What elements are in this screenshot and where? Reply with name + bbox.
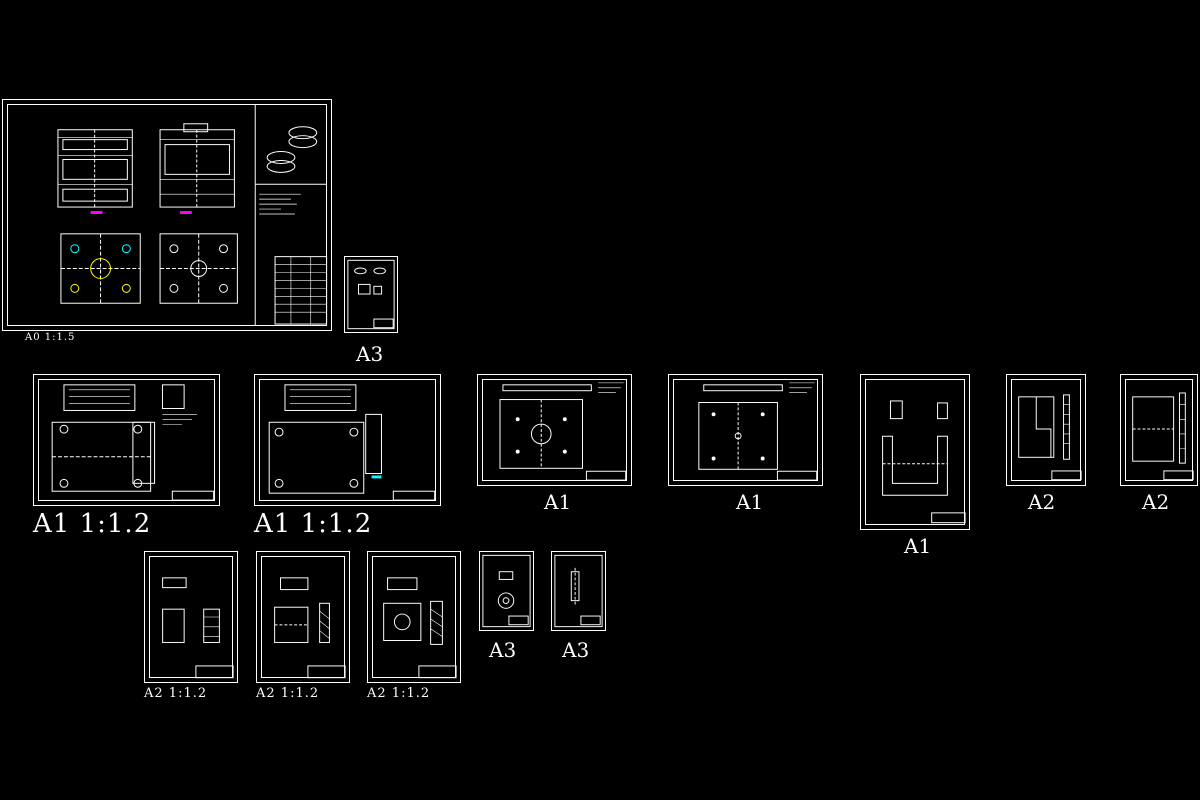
sheet-frame: [38, 379, 215, 501]
sheet-a1-4[interactable]: [668, 374, 823, 486]
sheet-a1-2-content: [268, 384, 436, 501]
sheet-a2-3[interactable]: [144, 551, 238, 683]
sheet-a1-2-label: A1 1:1.2: [254, 509, 373, 539]
sheet-a1-1-content: [51, 384, 215, 501]
sheet-a2-3-content: [162, 577, 234, 679]
sheet-a2-4[interactable]: [256, 551, 350, 683]
sheet-a2-5-label: A2 1:1.2: [367, 686, 431, 701]
sheet-frame: [259, 379, 436, 501]
sheet-a2-4-label: A2 1:1.2: [256, 686, 320, 701]
sheet-frame: [673, 379, 818, 481]
sheet-a1-3-label: A1: [544, 490, 572, 514]
sheet-frame: [261, 556, 345, 678]
sheet-a2-2-content: [1132, 392, 1194, 481]
sheet-a3-1-label: A3: [356, 342, 384, 366]
sheet-a3-3[interactable]: [551, 551, 606, 631]
sheet-a3-2[interactable]: [479, 551, 534, 631]
sheet-a3-1-content: [347, 259, 395, 330]
sheet-a2-1-content: [1018, 394, 1082, 481]
sheet-a1-4-content: [698, 382, 818, 481]
sheet-a1-3-content: [499, 382, 627, 481]
sheet-a3-3-label: A3: [562, 638, 590, 662]
sheet-a2-1-label: A2: [1028, 490, 1056, 514]
sheet-frame: [149, 556, 233, 678]
sheet-a2-4-content: [274, 577, 346, 679]
sheet-frame: [1011, 379, 1081, 481]
sheet-a3-2-label: A3: [489, 638, 517, 662]
sheet-frame: [482, 379, 627, 481]
sheet-frame: [1125, 379, 1193, 481]
sheet-a1-5[interactable]: [860, 374, 970, 530]
sheet-a2-1[interactable]: [1006, 374, 1086, 486]
sheet-a2-5-content: [383, 577, 457, 679]
assembly-scale-label: A0 1:1.5: [25, 332, 76, 343]
sheet-a3-1[interactable]: [344, 256, 398, 333]
sheet-a3-3-content: [554, 554, 603, 628]
sheet-frame: [7, 104, 327, 326]
sheet-a2-3-label: A2 1:1.2: [144, 686, 208, 701]
sheet-a1-2[interactable]: [254, 374, 441, 506]
sheet-a1-5-label: A1: [904, 534, 932, 558]
sheet-frame: [865, 379, 965, 525]
sheet-a1-1-label: A1 1:1.2: [33, 509, 152, 539]
sheet-a2-2-label: A2: [1142, 490, 1170, 514]
assembly-drawing-sheet[interactable]: [2, 99, 332, 331]
assembly-drawing-content: [57, 104, 328, 326]
sheet-a3-2-content: [482, 554, 531, 628]
sheet-a2-5[interactable]: [367, 551, 461, 683]
sheet-frame: [372, 556, 456, 678]
sheet-a1-5-content: [882, 400, 966, 524]
sheet-a1-4-label: A1: [736, 490, 764, 514]
sheet-a1-3[interactable]: [477, 374, 632, 486]
sheet-a2-2[interactable]: [1120, 374, 1198, 486]
sheet-a1-1[interactable]: [33, 374, 220, 506]
